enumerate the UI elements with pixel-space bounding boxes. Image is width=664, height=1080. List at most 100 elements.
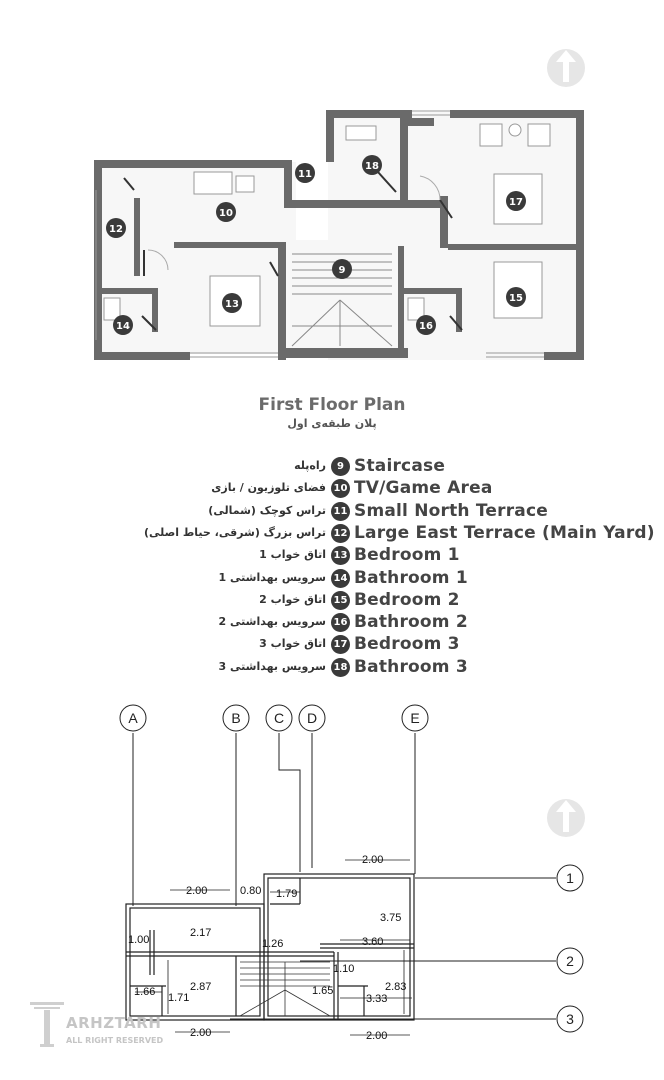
dim-287: 2.87 xyxy=(190,981,211,993)
room-tag-9: 9 xyxy=(332,259,352,279)
dim-100: 1.00 xyxy=(128,934,149,946)
legend-fa: سرویس بهداشتی 2 xyxy=(218,615,326,629)
legend-fa: تراس بزرگ (شرقی، حیاط اصلی) xyxy=(143,525,326,539)
dim-110: 1.10 xyxy=(333,963,354,975)
svg-text:17: 17 xyxy=(509,197,523,208)
plan-title: First Floor Plan xyxy=(258,395,406,415)
dimension-labels: 2.00 2.00 0.80 1.79 3.75 1.00 2.17 1.26 … xyxy=(128,854,406,1042)
legend-en: Bathroom 2 xyxy=(354,612,468,633)
legend-number: 17 xyxy=(331,635,350,655)
legend-fa: راه‌پله xyxy=(294,459,326,472)
legend-number: 12 xyxy=(331,523,350,543)
legend-fa: تراس کوچک (شمالی) xyxy=(208,503,326,517)
legend-en: TV/Game Area xyxy=(354,478,493,499)
legend-en: Bedroom 1 xyxy=(354,545,460,566)
svg-text:D: D xyxy=(307,710,317,726)
grid-column-E: E xyxy=(401,704,429,732)
legend-number: 15 xyxy=(331,590,350,610)
dim-283: 2.83 xyxy=(385,981,406,993)
svg-text:14: 14 xyxy=(116,321,130,332)
dim-375: 3.75 xyxy=(380,912,401,924)
legend-number: 18 xyxy=(331,657,350,677)
legend-en: Large East Terrace (Main Yard) xyxy=(354,522,655,543)
legend-fa: اتاق خواب 1 xyxy=(259,548,326,562)
grid-lines xyxy=(132,733,556,1020)
dim-bottom-left: 2.00 xyxy=(190,1027,211,1039)
grid-bubbles: A B C D E 1 2 3 xyxy=(119,704,584,1033)
svg-text:A: A xyxy=(128,710,138,726)
room-tag-10: 10 xyxy=(216,202,236,222)
legend-en: Bedroom 2 xyxy=(354,589,460,610)
legend-en: Staircase xyxy=(354,456,446,476)
svg-text:12: 12 xyxy=(109,224,123,235)
furniture xyxy=(103,123,551,327)
dim-166: 1.66 xyxy=(134,986,155,998)
watermark-logo xyxy=(30,1002,64,1047)
dim-top-right: 2.00 xyxy=(362,854,383,866)
grid-column-C: C xyxy=(265,704,293,732)
dim-080: 0.80 xyxy=(240,885,261,897)
svg-text:C: C xyxy=(274,710,284,726)
first-floor-plan: 18 11 17 10 12 9 13 15 14 16 xyxy=(94,49,585,360)
legend-en: Bedroom 3 xyxy=(354,634,460,655)
room-tag-16: 16 xyxy=(416,315,436,335)
dimension-plan: A B C D E 1 2 3 2.00 2.00 0.80 1.79 3.75 1.00 2… xyxy=(119,704,585,1042)
dim-bottom-right: 2.00 xyxy=(366,1030,387,1042)
legend-number: 14 xyxy=(331,568,350,588)
room-tags: 18 11 17 10 12 9 13 15 14 16 xyxy=(106,155,526,335)
watermark-rights: ALL RIGHT RESERVED xyxy=(66,1036,164,1045)
dim-171: 1.71 xyxy=(168,992,189,1004)
plan-title-fa: پلان طبقه‌ی اول xyxy=(287,417,377,430)
grid-column-B: B xyxy=(222,704,250,732)
svg-text:15: 15 xyxy=(509,293,523,304)
room-tag-12: 12 xyxy=(106,218,126,238)
legend-fa: فضای تلوزیون / بازی xyxy=(211,481,326,495)
svg-text:2: 2 xyxy=(566,953,574,969)
grid-row-2: 2 xyxy=(556,947,584,975)
svg-text:1: 1 xyxy=(566,870,574,886)
room-tag-13: 13 xyxy=(222,293,242,313)
legend-number: 11 xyxy=(331,501,350,521)
svg-text:13: 13 xyxy=(225,299,239,310)
dim-126: 1.26 xyxy=(262,938,283,950)
dim-165: 1.65 xyxy=(312,985,333,997)
grid-row-3: 3 xyxy=(556,1005,584,1033)
north-arrow-icon xyxy=(547,799,585,837)
legend-fa: سرویس بهداشتی 3 xyxy=(218,659,326,673)
stair-treads xyxy=(239,961,331,1017)
legend-number: 9 xyxy=(331,457,350,476)
dim-360: 3.60 xyxy=(362,936,383,948)
svg-text:9: 9 xyxy=(339,265,346,276)
svg-text:3: 3 xyxy=(566,1011,574,1027)
grid-row-1: 1 xyxy=(556,864,584,892)
legend-en: Small North Terrace xyxy=(354,500,548,521)
grid-column-D: D xyxy=(298,704,326,732)
walls xyxy=(94,110,584,360)
dim-top-left: 2.00 xyxy=(186,885,207,897)
legend-fa: اتاق خواب 3 xyxy=(259,637,326,651)
svg-text:E: E xyxy=(410,710,419,726)
room-tag-18: 18 xyxy=(362,155,382,175)
room-tag-17: 17 xyxy=(506,191,526,211)
north-arrow-icon xyxy=(547,49,585,87)
dimension-lines xyxy=(135,859,412,1036)
watermark-brand: ARHZTARH xyxy=(66,1014,162,1032)
legend-fa: سرویس بهداشتی 1 xyxy=(218,570,326,584)
legend-number: 16 xyxy=(331,613,350,633)
dim-333: 3.33 xyxy=(366,993,387,1005)
legend-en: Bathroom 1 xyxy=(354,567,468,588)
room-tag-14: 14 xyxy=(113,315,133,335)
svg-text:10: 10 xyxy=(219,208,233,219)
svg-text:18: 18 xyxy=(365,161,379,172)
svg-text:11: 11 xyxy=(298,169,312,180)
